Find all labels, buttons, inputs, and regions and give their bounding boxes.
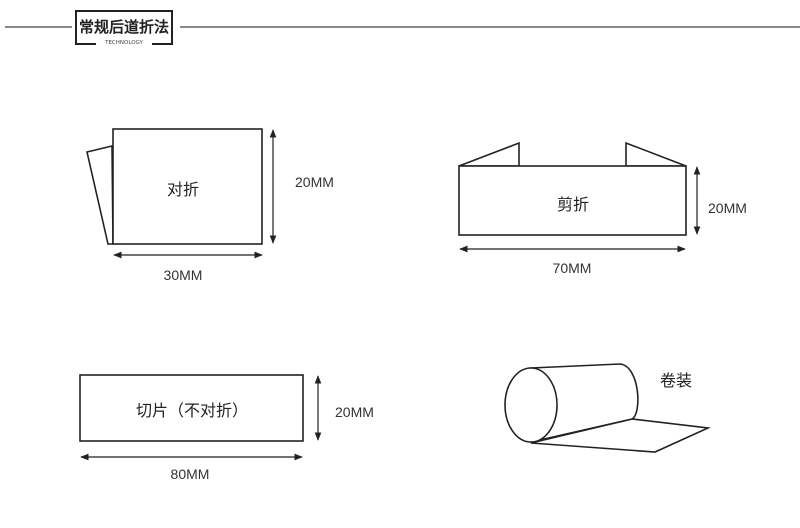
label-body xyxy=(79,374,304,442)
roll-cylinder xyxy=(530,363,639,444)
roll-label: 卷装 xyxy=(660,371,692,390)
section-header: 常规后道折法 TECHNOLOGY xyxy=(5,10,800,46)
half-fold-diagram: 对折 20MM 30MM xyxy=(86,128,334,283)
half-fold-label: 对折 xyxy=(167,180,199,199)
end-fold-diagram: 剪折 20MM 70MM xyxy=(458,141,747,276)
half-fold-width: 30MM xyxy=(164,267,203,283)
back-sheet xyxy=(86,144,114,245)
roll-end xyxy=(504,367,558,443)
header-subtitle: TECHNOLOGY xyxy=(104,40,143,46)
end-fold-width: 70MM xyxy=(553,260,592,276)
left-flap xyxy=(458,141,520,167)
half-fold-height: 20MM xyxy=(295,174,334,190)
right-flap xyxy=(625,141,687,167)
label-body xyxy=(458,165,687,236)
cut-single-label: 切片（不对折） xyxy=(136,401,248,420)
header-title: 常规后道折法 xyxy=(79,18,169,36)
roll-diagram: 卷装 xyxy=(504,363,711,453)
end-fold-height: 20MM xyxy=(708,200,747,216)
cut-single-diagram: 切片（不对折） 20MM 80MM xyxy=(79,374,374,482)
cut-single-width: 80MM xyxy=(171,466,210,482)
cut-single-height: 20MM xyxy=(335,404,374,420)
front-sheet xyxy=(112,128,263,245)
end-fold-label: 剪折 xyxy=(557,195,589,214)
